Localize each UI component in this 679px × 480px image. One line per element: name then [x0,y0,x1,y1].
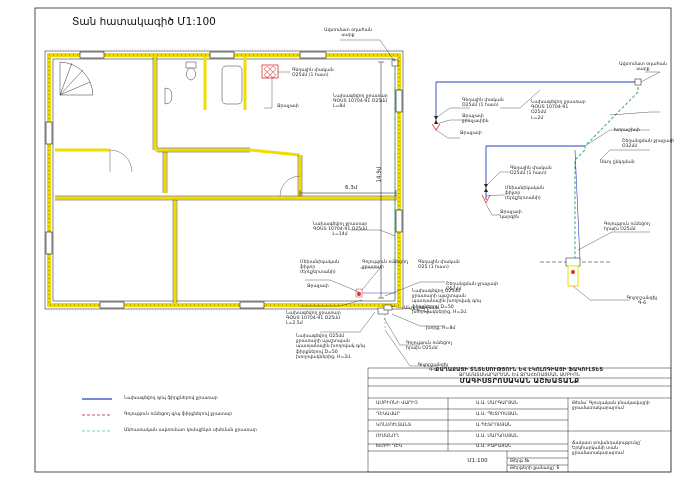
page-title: Տան հատակագիծ Մ1:100 [72,16,216,28]
plan-label-reducer: Շեղանցման ջրաչափ Օ57մմ [446,282,499,293]
plan-label-pipe-b: Նախագծվող ջրատար ԳՕՍՏ 10704-91 Օ25մմ L=1… [312,222,368,238]
plan-label-vent: Ավտոմատ օդահան սարք [324,28,372,39]
sheet-border [34,7,672,473]
tb-role-0: ԱՄԲԻՈՆԻ ՎԱՐԻՉ [376,401,418,406]
scheme-label-valve-b: Գնդային փական Օ25մմ (1 հատ) [510,166,552,177]
scheme-label-pipe-a: Նախագծվող ջրատար ԳՕՍՏ 10704-91 Օ25մմ L=2… [531,100,586,121]
scheme-label-existing: Գոյություն ունեցող հրախ Օ25մմ [604,222,650,233]
plan-label-meter-b: Ջրաչափ [307,284,329,289]
plan-label-depth: խորք, H=8մ [426,326,456,331]
plan-label-surface: Սևոյ ընկղման [404,306,439,311]
plan-label-pipe-d: Նախագծվող Օ25մմ ջրատարի պաշտպան պատյանայ… [412,289,482,315]
title-block-grid [367,367,672,473]
scheme-label-pump: Խորաշխփ [614,128,640,133]
plan-dim-149: 14.9մ [376,166,383,183]
plan-label-well: Գոլորշանցիչ Գ-6 [417,363,449,374]
legend-item-designed: Նախագծվող գ/պ ֆիրքներով ջրատար [124,396,218,401]
tb-role-1: ՂԵԿԱՎԱՐ [376,412,400,417]
tb-role-3: ՈՒՍԱՆՈՂ [376,434,399,439]
tb-desc-b: Ճակատ բովանդակությունը՝ Երկհարկանի տան ջ… [572,441,642,457]
plan-label-pipe-a: Նախագծվող ջրատար ԳՕՍՏ 10704-91 Օ25մմ L=8… [333,94,388,110]
legend-item-existing: Գոյություն ունեցող գ/պ ֆիրքներով ջրատար [124,412,233,417]
tb-sheet-no: Թերթ № [510,459,530,464]
tb-name-0: Ա.Ա. ՄԱՐԳԱՐՅԱՆ [476,401,519,406]
plan-label-valve-a: Գնդային փական Օ25մմ (1 հատ) [292,68,334,79]
floor-plan [44,39,445,367]
tb-name-1: Ա.Ա. ՊԵՏՐՈՍՅԱՆ [476,412,518,417]
scheme-label-reducer: Շեղանցման ջրաչափ Օ32մմ [622,139,675,150]
legend-lines [82,398,112,432]
scheme-label-meter-a2: Ջրաչափ [460,131,482,136]
scheme-label-surface: Սևոյ ընկղման [600,160,635,165]
plan-label-existing-b: Գոյություն ունեցող հրախ Օ25մմ [406,341,452,352]
plan-label-filter: Մեխանիկական ֆիլտր (Երկշերտանի) [300,260,340,276]
scheme-label-meter-b: Ջրաչափ կարգին [500,210,522,221]
scheme-label-filter: Մեխանիկական ֆիլտր (Երկշերտանի) [505,186,545,202]
scheme-label-valve-a: Գնդային փական Օ25մմ (1 հատ) [462,98,504,109]
tb-org-2: ՋՐԱՄԱՏԱԿԱՐԱՐՄԱՆ ԵՎ ՋՐԱՀԵՌԱՑՄԱՆ ԱՄԲԻՈՆ [459,373,580,378]
tb-name-4: Ա.Ա. ԲԱԲԱՅԱՆ [476,444,512,449]
plan-label-pipe-c: Նախագծվող ջրատար ԳՕՍՏ 10704-91 Օ25մմ L=2… [286,311,341,327]
tb-name-2: Ա.ՊԵՏՐՈՍՅԱՆ [476,423,512,428]
axonometric-scheme [431,71,661,301]
water-meter-icon [261,64,279,79]
scheme-label-well: Գոլորշանցիչ Գ-6 [626,296,658,307]
tb-scale: Մ1:100 [467,458,488,464]
plan-label-existing-a: Գոյություն ունեցող ջրատար [362,260,408,271]
tb-role-4: ԽՄԲԻ ՂԵԿ [376,444,403,449]
tb-desc-a: Թեմա՝ Գյուղական բնակավայրի ջրամատակարարո… [572,401,650,412]
scheme-label-vent: Ավտոմատ օդահան սարք [619,62,667,73]
tb-sheets: Թերթերի քանակը՝ 6 [510,466,560,471]
plan-label-valve-b: Գնդային փական Օ25 (1 հատ) [418,260,460,271]
tb-role-2: ԿՈՆՍՈՒԼՏԱՆՏ [376,423,412,428]
plan-label-pipe-e: Նախագծվող Օ25մմ ջրատարի պաշտպան պատյանայ… [296,334,366,360]
tb-project: ՄԱԳԻՍՏՐՈՍԱԿԱՆ ԱՇԽԱՏԱՆՔ [459,377,580,385]
scheme-label-meter-a: Ջրաչափ ջրաչափին [462,114,489,125]
tb-name-3: Ա.Ա. ՄԱՐԿՈՍՅԱՆ [476,434,519,439]
plan-dim-63: 6.3մ [345,185,358,191]
tb-org-1: ՔԱՂԱՔԱՑԻ ՏՆՏԵՍՈՒԹՅՈՒՆ ԵՎ ԷԿՈԼՈԳԻԱՅԻ ՖԱԿՈ… [435,367,604,373]
plan-label-meter-a: Ջրաչափ [277,104,299,109]
legend-item-auto: Անհատական ավտոմատ կոմպլեկտ սխեման ջրատար [124,428,257,433]
